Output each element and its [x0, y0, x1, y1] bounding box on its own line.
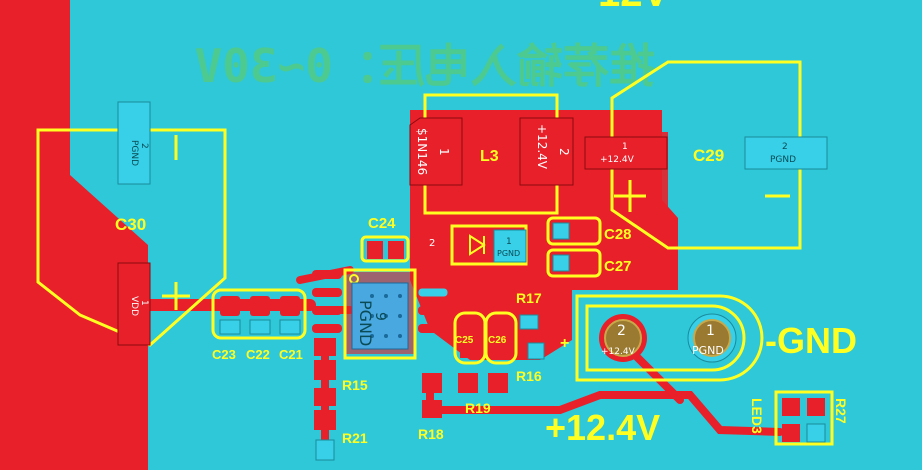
- l3-pad1-num: 1: [437, 148, 451, 156]
- l3-pad2-net: +12.4V: [535, 124, 549, 170]
- connector-pad2-num: 2: [617, 323, 626, 339]
- connector-pad1-net: PGND: [692, 344, 724, 357]
- c23-designator: C23: [212, 347, 236, 362]
- capacitor-c29: 1 +12.4V 2 PGND C29: [584, 60, 828, 250]
- capacitor-c28: C28: [546, 216, 632, 246]
- l3-pad2-num: 2: [557, 148, 571, 156]
- l3-pad1-net: $1N146: [415, 128, 429, 175]
- copper-pour-vdd-left: [0, 0, 148, 470]
- c21-designator: C21: [279, 347, 303, 362]
- r18-designator: R18: [418, 426, 444, 442]
- c30-pad1: [117, 262, 151, 346]
- c29-designator: C29: [693, 146, 724, 165]
- c29-pad2: [744, 136, 828, 170]
- c29-pad2-num: 2: [782, 142, 788, 152]
- r16-designator: R16: [516, 368, 542, 384]
- diode-pad1: [493, 229, 527, 263]
- c30-pad1-num: 1: [139, 300, 149, 306]
- r15-designator: R15: [342, 377, 368, 393]
- c30-pad2: [117, 101, 151, 185]
- c29-pad2-net: PGND: [770, 155, 796, 165]
- led3-designator: LED3: [749, 398, 765, 434]
- c30-pad2-num: 2: [139, 143, 149, 149]
- c22-designator: C22: [246, 347, 270, 362]
- c24-designator: C24: [368, 215, 396, 232]
- c30-pad2-net: PGND: [129, 140, 139, 166]
- c30-designator: C30: [115, 215, 146, 234]
- diode-pad1-num: 1: [506, 237, 512, 247]
- c26-designator: C26: [488, 335, 507, 346]
- c29-pad1-net: +12.4V: [600, 155, 635, 165]
- ic-pad-net: PGND: [356, 300, 375, 346]
- capacitor-c27: C27: [546, 248, 632, 278]
- net-label-gnd: -GND: [765, 320, 857, 361]
- r17-designator: R17: [516, 290, 542, 306]
- l3-designator: L3: [480, 148, 499, 165]
- c27-designator: C27: [604, 258, 632, 275]
- connector-plus-sign: +: [560, 335, 569, 352]
- ic-regulator: PGND 9: [312, 268, 449, 360]
- inductor-l3: 1 $1N146 2 +12.4V L3: [409, 93, 574, 215]
- c28-designator: C28: [604, 226, 632, 243]
- resistors-capacitors-cluster: R17 C25 C26 R16: [453, 287, 545, 393]
- connector-pad1-num: 1: [706, 323, 715, 339]
- capacitor-c24: C24: [360, 215, 410, 263]
- resistors-r18-r19: R18 R19: [418, 373, 491, 442]
- ic-pad-num: 9: [372, 312, 388, 321]
- connector-pad2-net: +12.4V: [601, 347, 636, 357]
- l3-pad1: [409, 117, 463, 186]
- c29-pad1: [584, 136, 668, 170]
- diode-pad2-num: 2: [429, 238, 435, 249]
- c30-pad1-net: VDD: [129, 296, 139, 316]
- r27-designator: R27: [833, 398, 849, 424]
- capacitor-c30: PGND 2 VDD 1 C30: [36, 101, 227, 347]
- led3-r27: LED3 R27: [749, 390, 849, 446]
- capacitors-c23-c22-c21: C23 C22 C21: [211, 288, 307, 362]
- net-label-power: +12.4V: [545, 407, 660, 448]
- c29-pad1-num: 1: [622, 142, 628, 152]
- diode-pad1-net: PGND: [497, 249, 520, 258]
- l3-pad2: [519, 117, 574, 186]
- mirrored-input-voltage-note: 推荐输入电压：0~30V: [195, 39, 655, 93]
- resistors-r15-r21: R15 R21: [314, 338, 368, 461]
- r19-designator: R19: [465, 400, 491, 416]
- c25-designator: C25: [455, 335, 474, 346]
- top-partial-label: 12V: [598, 0, 669, 15]
- connector-power: + 2 +12.4V 1 PGND: [560, 294, 764, 382]
- r21-designator: R21: [342, 430, 368, 446]
- diode-schottky: 2 1 PGND: [418, 224, 528, 266]
